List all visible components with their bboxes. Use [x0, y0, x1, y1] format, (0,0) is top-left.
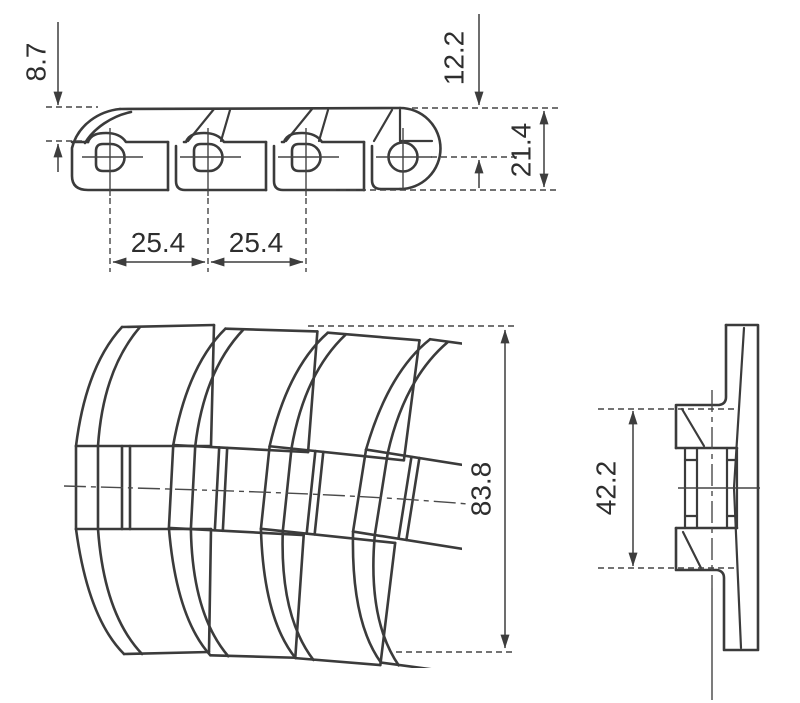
dim-label-hinge-height: 42.2	[590, 461, 621, 516]
end-view-extension-lines	[598, 408, 736, 569]
pin-centerlines	[82, 128, 432, 272]
side-view-top-edge	[118, 106, 402, 111]
dim-label-overall-width: 83.8	[465, 462, 496, 517]
side-view-extension-lines	[46, 106, 558, 191]
plan-view	[63, 322, 516, 668]
dim-label-pitch-right: 25.4	[229, 227, 284, 258]
side-view-joint-cuts	[186, 107, 434, 143]
dim-label-pitch-left: 25.4	[131, 227, 186, 258]
end-view-outline-lower	[674, 323, 760, 652]
side-view	[46, 106, 558, 272]
end-view	[598, 323, 760, 700]
side-view-left-cap	[70, 107, 170, 192]
dim-label-overall-height: 21.4	[505, 123, 536, 178]
side-view-barrel-gaps	[166, 140, 402, 192]
end-view-outline-upper	[674, 323, 728, 450]
plan-view-centerline	[63, 485, 469, 505]
plan-view-extension-lines	[308, 325, 516, 653]
dim-label-top-to-pin-center: 12.2	[438, 31, 469, 86]
dim-label-plate-thickness: 8.7	[20, 43, 51, 82]
side-view-right-cap	[398, 106, 442, 191]
dimensions: 8.7 12.2 21.4 25.4 25.4 83.8 42.2	[20, 14, 638, 649]
